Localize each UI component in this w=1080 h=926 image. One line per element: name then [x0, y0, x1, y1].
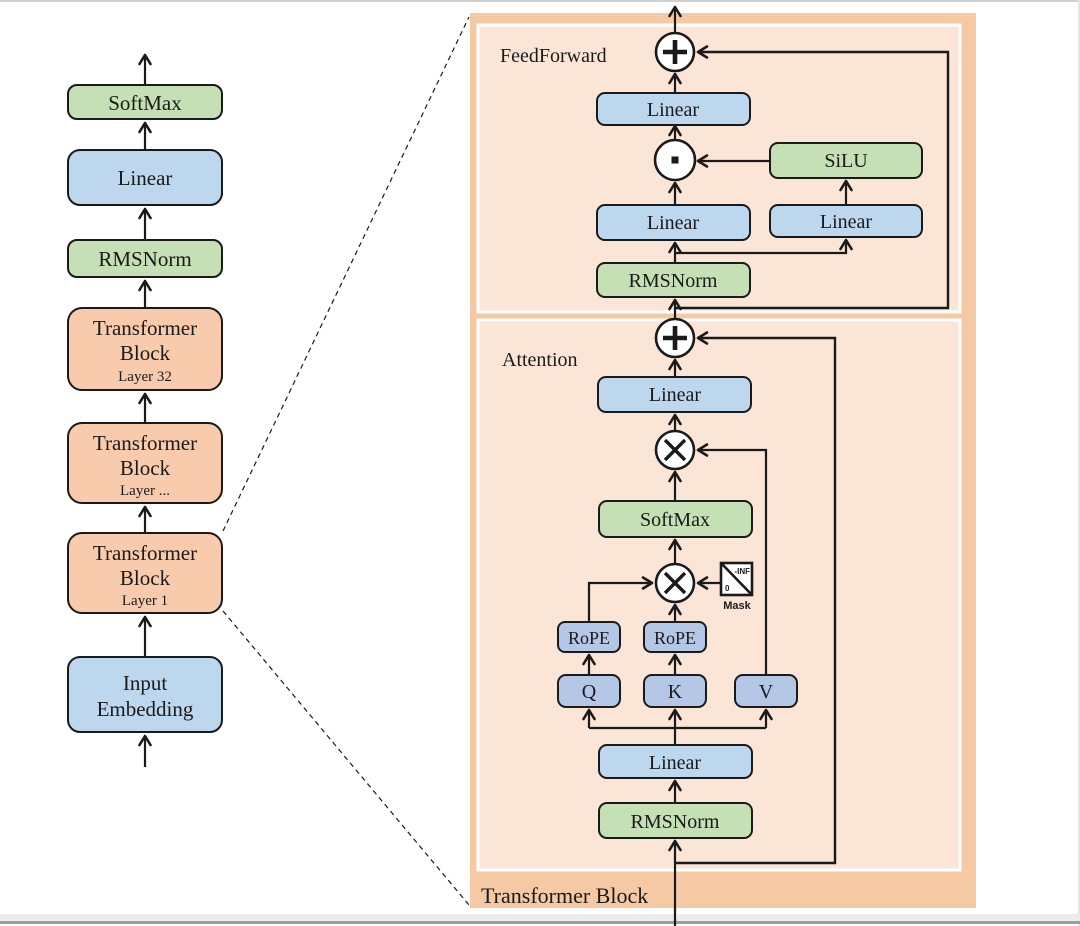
svg-text:Linear: Linear — [647, 212, 700, 234]
feedforward-wires — [668, 5, 950, 319]
v-to-multiply-connector — [696, 443, 768, 675]
linear-block: Linear — [67, 149, 223, 206]
plus-circle-icon — [663, 326, 687, 350]
svg-text:Transformer: Transformer — [93, 316, 197, 340]
linear-label: Linear — [118, 166, 173, 190]
mask-label: Mask — [723, 600, 751, 612]
plus-circle-icon — [663, 40, 687, 64]
softmax-block: SoftMax — [67, 84, 223, 120]
rmsnorm-label: RMSNorm — [98, 247, 191, 271]
window-bottom-edge — [0, 921, 1080, 924]
attention-add-node — [654, 317, 696, 359]
svg-text:Block: Block — [120, 456, 171, 480]
mask-icon: -INF 0 Mask — [719, 561, 754, 612]
svg-text:RMSNorm: RMSNorm — [631, 811, 720, 833]
svg-text:Linear: Linear — [649, 384, 702, 406]
window-bottom-strip — [0, 914, 1080, 921]
feedforward-section-label: FeedForward — [500, 45, 607, 67]
svg-text:Transformer: Transformer — [93, 431, 197, 455]
svg-text:SiLU: SiLU — [824, 150, 868, 172]
svg-text:Layer ...: Layer ... — [120, 483, 170, 499]
svg-text:Block: Block — [120, 566, 171, 590]
svg-text:Layer 32: Layer 32 — [118, 369, 172, 385]
attention-qk-multiply-node — [654, 562, 696, 604]
feedforward-linear-left-block: Linear — [596, 204, 751, 241]
svg-text:RoPE: RoPE — [568, 628, 610, 648]
zoom-dashed-line-top — [222, 16, 470, 532]
attention-softmax-block: SoftMax — [598, 500, 753, 538]
attention-rmsnorm-block: RMSNorm — [598, 802, 753, 839]
panel-title: Transformer Block — [481, 883, 648, 908]
mask-zero-label: 0 — [725, 584, 730, 593]
times-circle-icon — [663, 571, 687, 595]
svg-text:Linear: Linear — [820, 211, 873, 233]
transformer-block-layer-1: Transformer Block Layer 1 — [67, 532, 223, 614]
svg-text:V: V — [759, 681, 774, 703]
mask-neg-inf-label: -INF — [734, 567, 750, 576]
svg-text:Layer 1: Layer 1 — [122, 593, 168, 609]
feedforward-linear-out-block: Linear — [596, 92, 751, 126]
feedforward-rmsnorm-block: RMSNorm — [596, 262, 751, 298]
k-block: K — [643, 674, 707, 708]
rope-k-block: RoPE — [643, 621, 707, 653]
svg-text:RoPE: RoPE — [654, 628, 696, 648]
attention-linear-out-block: Linear — [597, 376, 752, 413]
svg-text:SoftMax: SoftMax — [640, 509, 710, 531]
transformer-block-layer-32: Transformer Block Layer 32 — [67, 307, 223, 391]
transformer-block-layer-dots: Transformer Block Layer ... — [67, 422, 223, 504]
attention-wires — [582, 331, 837, 926]
svg-text:Block: Block — [120, 341, 171, 365]
zoom-dashed-line-bottom — [222, 610, 470, 906]
rmsnorm-block: RMSNorm — [67, 239, 223, 278]
rmsnorm-branch-arrow — [675, 238, 853, 255]
svg-text:Embedding: Embedding — [97, 697, 194, 721]
model-stack: SoftMax Linear RMSNorm Transformer Block… — [67, 53, 223, 767]
svg-text:Transformer: Transformer — [93, 541, 197, 565]
svg-text:RMSNorm: RMSNorm — [629, 270, 718, 292]
attention-value-multiply-node — [654, 429, 696, 471]
silu-block: SiLU — [769, 142, 923, 179]
feedforward-hadamard-node — [653, 138, 697, 182]
svg-text:Linear: Linear — [649, 752, 702, 774]
feedforward-linear-right-block: Linear — [769, 204, 923, 238]
svg-text:Linear: Linear — [647, 99, 700, 121]
softmax-label: SoftMax — [108, 91, 182, 115]
window-top-edge — [0, 0, 1080, 2]
svg-text:Q: Q — [582, 681, 597, 703]
times-circle-icon — [663, 438, 687, 462]
feedforward-add-node — [654, 31, 696, 73]
v-block: V — [734, 674, 798, 708]
rope-q-to-multiply-connector — [587, 576, 654, 622]
q-block: Q — [557, 674, 621, 708]
input-embedding-block: Input Embedding — [67, 656, 223, 733]
rope-q-block: RoPE — [557, 621, 621, 653]
window-right-edge — [1078, 0, 1080, 926]
attention-section-label: Attention — [502, 349, 578, 371]
feedforward-residual-connector — [675, 45, 950, 310]
dot-circle-icon — [671, 156, 679, 164]
svg-text:Input: Input — [123, 671, 167, 695]
svg-text:K: K — [668, 681, 683, 703]
attention-residual-connector — [675, 331, 837, 865]
attention-linear-in-block: Linear — [598, 744, 753, 779]
